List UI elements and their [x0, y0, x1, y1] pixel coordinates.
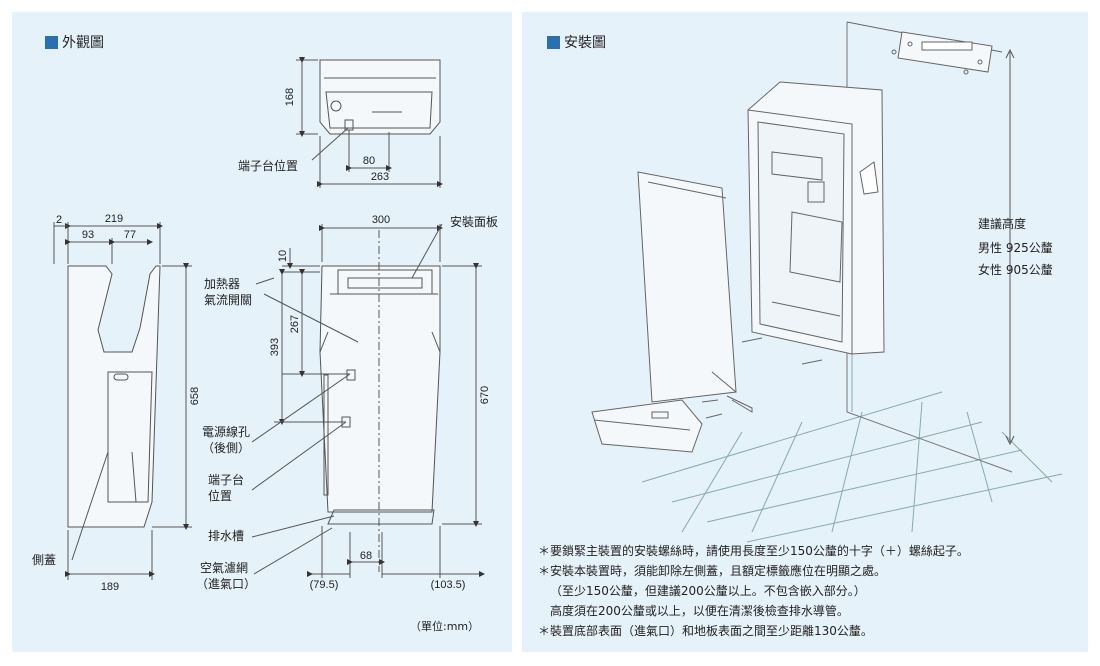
label-drain-tank: 排水槽 — [208, 529, 244, 543]
label-terminal-block: 端子台 — [208, 472, 244, 487]
exterior-drawing: 168 80 263 2 219 93 77 658 189 300 10 26… — [32, 57, 498, 633]
label-heater: 加熱器 — [204, 277, 240, 291]
label-power-hole-rear: （後側） — [202, 441, 250, 455]
recommended-height-female: 女性 905公釐 — [978, 262, 1053, 277]
label-power-hole: 電源線孔 — [202, 424, 250, 439]
label-side-cover: 側蓋 — [32, 553, 56, 567]
installation-view-panel: 安裝圖 — [522, 12, 1088, 652]
dim-side-2: 2 — [56, 214, 62, 226]
install-note-2: ＊安裝本裝置時，須能卸除左側蓋，且額定標籤應位在明顯之處。 — [538, 564, 887, 578]
dim-front-103-5: (103.5) — [431, 579, 466, 591]
dim-front-68: 68 — [360, 550, 372, 562]
install-note-5: ＊裝置底部表面（進氣口）和地板表面之間至少距離130公釐。 — [538, 624, 873, 638]
section-marker-icon — [45, 35, 58, 49]
dim-side-77: 77 — [124, 229, 136, 241]
install-note-3: （至少150公釐，但建議200公釐以上。不包含嵌入部分。） — [550, 584, 866, 598]
section-marker-icon — [547, 35, 560, 49]
label-terminal-position-top: 端子台位置 — [238, 158, 298, 173]
installation-drawing: 建議高度 男性 925公釐 女性 905公釐 — [591, 21, 1063, 543]
dim-front-79-5: (79.5) — [310, 579, 339, 591]
dim-top-height: 168 — [284, 88, 296, 106]
label-mounting-plate: 安裝面板 — [450, 214, 498, 229]
front-view — [251, 223, 485, 578]
exterior-view-panel: 外觀圖 — [12, 12, 512, 652]
dim-front-393: 393 — [269, 338, 281, 356]
exterior-view-title-text: 外觀圖 — [62, 35, 104, 51]
drain-tank-part — [591, 399, 703, 453]
installation-view-title-text: 安裝圖 — [564, 35, 606, 51]
install-note-1: ＊要鎖緊主裝置的安裝螺絲時，請使用長度至少150公釐的十字（＋）螺絲起子。 — [538, 544, 969, 558]
side-cover-part — [637, 171, 753, 413]
dim-side-189: 189 — [101, 581, 119, 593]
recommended-height-male: 男性 925公釐 — [978, 240, 1053, 255]
label-terminal-block-position: 位置 — [208, 488, 232, 503]
label-air-filter: 空氣濾網 — [200, 560, 248, 575]
label-unit-mm: （單位:mm） — [410, 619, 479, 633]
label-airflow-switch: 氣流開關 — [204, 293, 252, 307]
exterior-view-title: 外觀圖 — [45, 32, 104, 52]
floor-grid — [641, 292, 1063, 543]
dim-side-658: 658 — [189, 387, 201, 405]
dim-front-300: 300 — [372, 214, 390, 226]
top-view — [296, 57, 443, 188]
recommended-height-title: 建議高度 — [978, 216, 1026, 231]
install-note-4: 高度須在200公釐或以上，以便在清潔後檢查排水導管。 — [550, 604, 849, 618]
main-unit — [747, 81, 885, 355]
dim-top-80: 80 — [363, 155, 375, 167]
mounting-bracket — [891, 31, 993, 75]
dim-side-93: 93 — [82, 229, 94, 241]
label-air-intake: （進氣口） — [196, 577, 256, 591]
dim-side-219: 219 — [105, 213, 123, 225]
side-view — [53, 222, 192, 580]
dim-front-267: 267 — [289, 315, 301, 333]
dim-front-670: 670 — [479, 386, 491, 404]
installation-view-title: 安裝圖 — [547, 32, 606, 52]
dim-front-10: 10 — [277, 250, 289, 262]
dim-top-263: 263 — [371, 171, 389, 183]
